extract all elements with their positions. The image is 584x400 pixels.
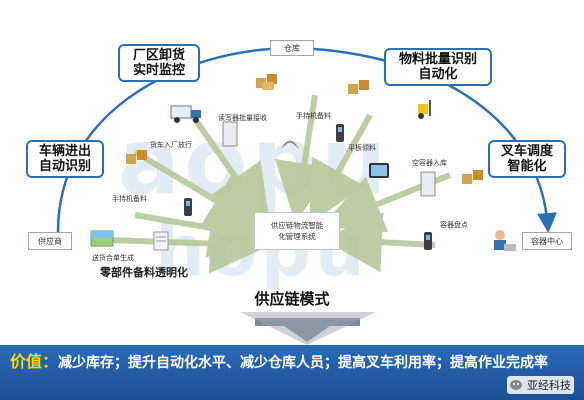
photo-icon: [90, 230, 114, 247]
callout-vehicle-access: 车辆进出 自动识别: [26, 140, 104, 178]
node-system: 供应链物流智能 化管理系统: [254, 212, 340, 250]
handheld-scanner-icon: [424, 232, 432, 250]
label-delivery-note: 送货合单生成: [92, 254, 134, 262]
handheld-scanner-icon: [184, 198, 192, 216]
boxes-icon: [256, 74, 277, 90]
label-container-count: 容器盘点: [440, 221, 468, 229]
brand-name: 亚经科技: [527, 379, 571, 392]
boxes-icon: [126, 150, 147, 164]
arrow-handheld-top: [274, 94, 335, 223]
handheld-scanner-icon: [336, 124, 344, 142]
document-icon: [153, 231, 169, 251]
callout-factory-unload: 厂区卸货 实时监控: [118, 44, 200, 82]
reader-icon: [420, 171, 436, 197]
label-reader-batch: 读写器批量接收: [218, 114, 267, 122]
label-tablet-picking: 平板领料: [348, 144, 376, 152]
node-supplier: 供应商: [28, 232, 72, 250]
forklift-icon: [418, 100, 431, 119]
reader-icon: [222, 121, 238, 147]
tablet-icon: [369, 163, 389, 178]
arrow-container-count: [322, 212, 436, 273]
arrow-delivery: [109, 213, 270, 274]
rfid-signal-icon: [281, 140, 299, 149]
node-container-center: 容器中心: [522, 232, 572, 250]
value-key: 价值：: [10, 352, 59, 371]
label-empty-container: 空容器入库: [412, 159, 447, 167]
brand-badge: 亚经科技: [507, 376, 574, 394]
person-laptop-icon: [494, 230, 516, 251]
boxes-icon: [462, 170, 483, 184]
value-banner: 价值：减少库存；提升自动化水平、减少仓库人员；提高叉车利用率；提高作业完成率: [0, 345, 584, 400]
arrow-reader: [187, 110, 271, 227]
label-handheld-left: 手持机备料: [112, 195, 147, 203]
value-text: 减少库存；提升自动化水平、减少仓库人员；提高叉车利用率；提高作业完成率: [58, 355, 549, 371]
callout-material-batch: 物料批量识别 自动化: [384, 48, 492, 86]
boxes-icon: [348, 80, 369, 94]
label-parts-transparent: 零部件备料透明化: [100, 266, 188, 279]
truck-icon: [170, 105, 201, 123]
label-handheld-top: 手持机备料: [296, 112, 331, 120]
wechat-icon: [510, 380, 522, 390]
label-truck-entry: 货车入厂放行: [150, 141, 192, 149]
node-warehouse: 仓库: [270, 40, 314, 56]
mode-title: 供应链模式: [254, 290, 330, 308]
callout-forklift: 叉车调度 智能化: [488, 140, 566, 178]
